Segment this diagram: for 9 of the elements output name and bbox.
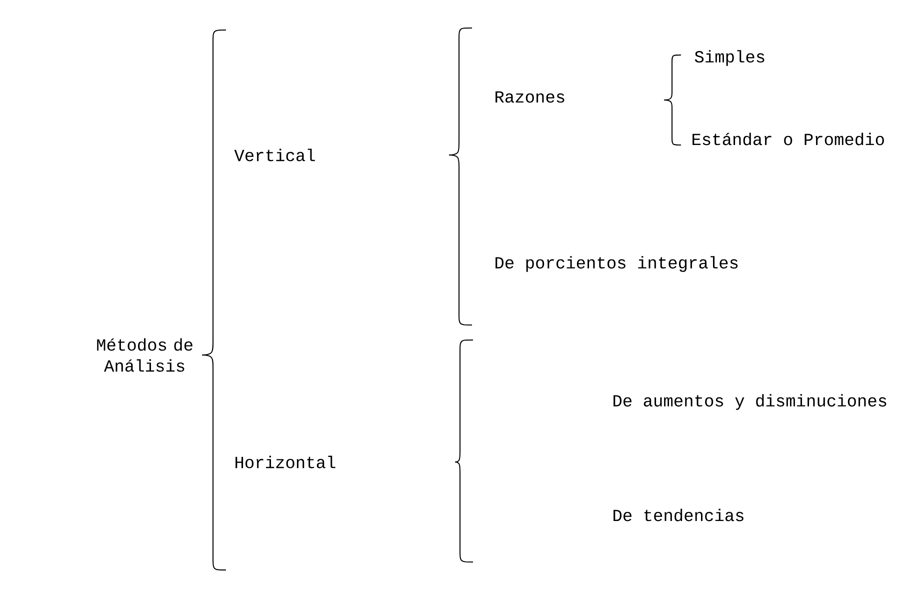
branch-label: Horizontal xyxy=(236,456,336,468)
branch-label: De porcientos integrales xyxy=(496,256,738,272)
branch-label: De aumentos y disminuciones xyxy=(614,394,886,410)
branch-label: Métodos de Análisis xyxy=(97,338,192,372)
branch-label: Razones xyxy=(496,91,564,103)
branch-label: Simples xyxy=(694,50,764,66)
branch-label: Vertical xyxy=(234,148,315,162)
branch-label: De tendencias xyxy=(614,508,744,522)
branch-label: Estándar o Promedio xyxy=(692,132,884,146)
